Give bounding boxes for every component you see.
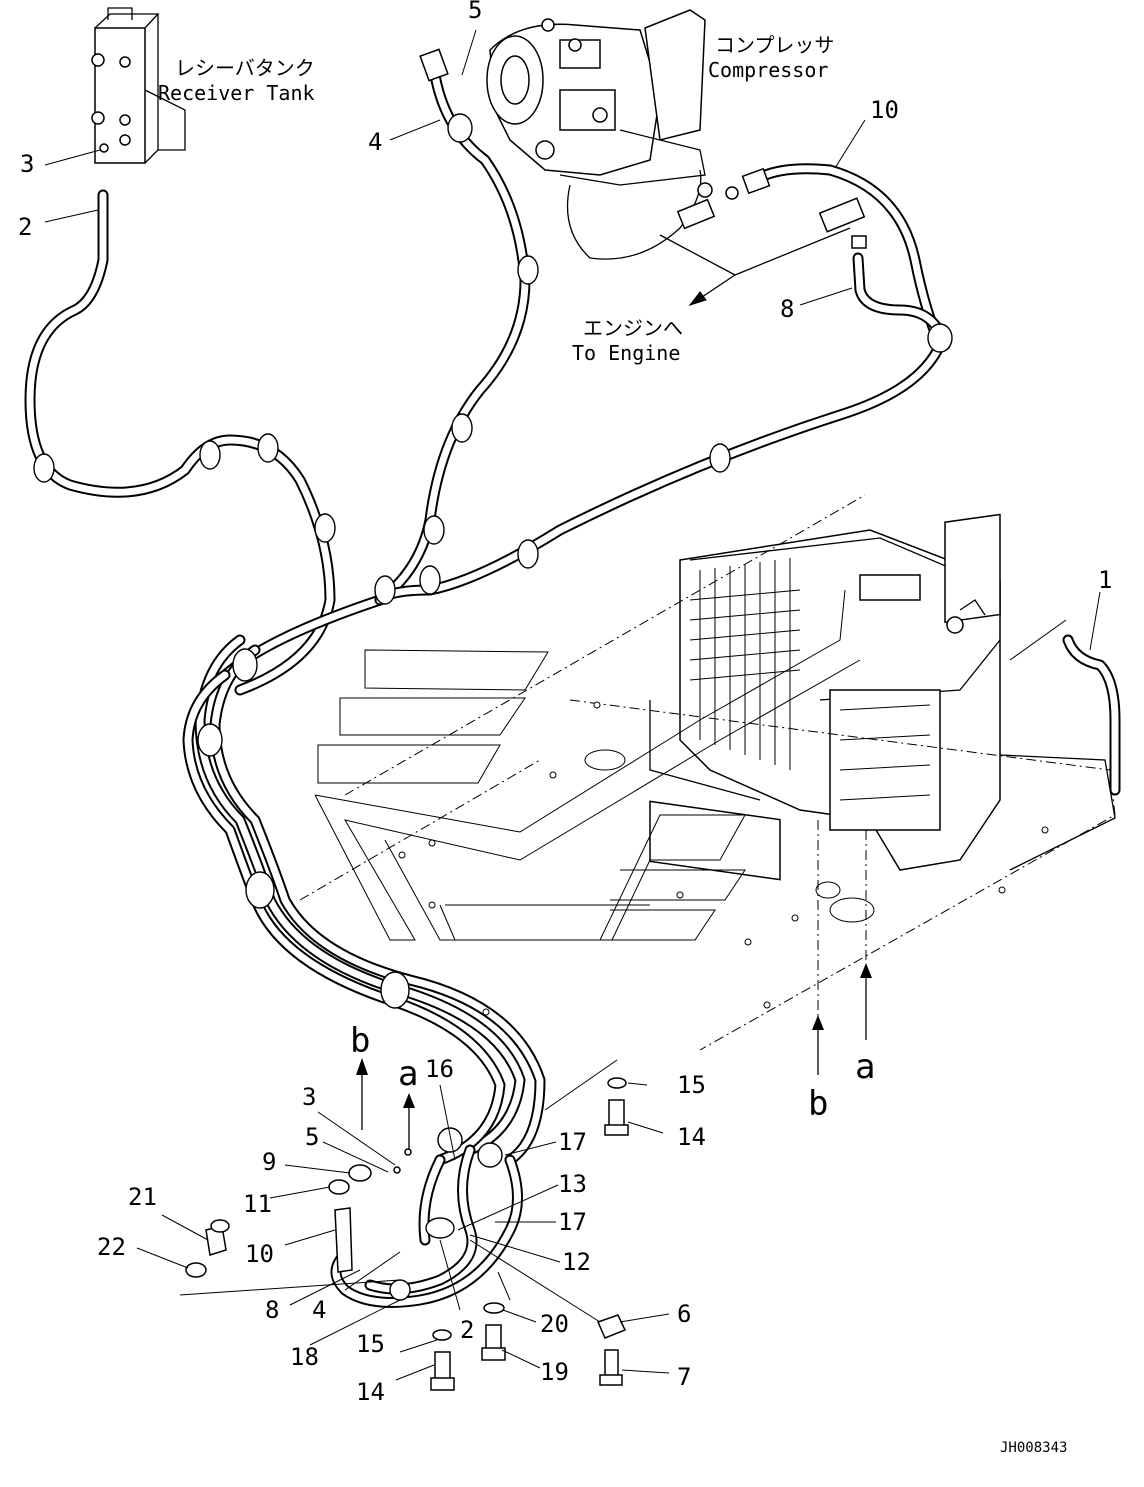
- view-arrow-a-label-lower: a: [398, 1054, 418, 1094]
- callout-16: 16: [425, 1055, 454, 1083]
- callout-8-bottom: 8: [265, 1296, 279, 1324]
- callout-5-bottom: 5: [305, 1123, 319, 1151]
- to-engine-label-en: To Engine: [572, 341, 680, 365]
- callout-17-b: 17: [558, 1208, 587, 1236]
- callout-1: 1: [1098, 566, 1112, 594]
- callout-18: 18: [290, 1343, 319, 1371]
- compressor-label-en: Compressor: [708, 58, 828, 82]
- air-conditioner-unit: [649, 513, 1001, 881]
- callout-3-top: 3: [20, 150, 34, 178]
- callout-12: 12: [562, 1248, 591, 1276]
- callout-8-top: 8: [780, 295, 794, 323]
- callout-2-top: 2: [18, 213, 32, 241]
- compressor: [486, 9, 706, 260]
- drawing-code: JH008343: [1000, 1440, 1067, 1456]
- callout-2-bottom: 2: [460, 1316, 474, 1344]
- receiver-tank-label-jp: レシーバタンク: [175, 56, 315, 80]
- engine-fittings: [659, 182, 867, 306]
- callout-19: 19: [540, 1358, 569, 1386]
- callout-13: 13: [558, 1170, 587, 1198]
- callout-14-bottom: 14: [356, 1378, 385, 1406]
- compressor-label-jp: コンプレッサ: [715, 33, 834, 57]
- callout-10-bottom: 10: [245, 1240, 274, 1268]
- callout-14-right: 14: [677, 1123, 706, 1151]
- callout-6: 6: [677, 1300, 691, 1328]
- callout-15-right: 15: [677, 1071, 706, 1099]
- view-arrows: [356, 820, 872, 1150]
- callout-3-bottom: 3: [302, 1083, 316, 1111]
- callout-20: 20: [540, 1310, 569, 1338]
- hose-routing: [24, 48, 953, 1308]
- to-engine-label-jp: エンジンへ: [583, 316, 683, 340]
- platform-graphic: [314, 589, 861, 941]
- callout-4-bottom: 4: [312, 1296, 326, 1324]
- callout-21: 21: [128, 1183, 157, 1211]
- view-arrow-b-label-lower: b: [350, 1021, 370, 1061]
- callout-5-top: 5: [468, 0, 482, 24]
- view-arrow-a-label: a: [855, 1047, 875, 1087]
- receiver-tank: [91, 7, 186, 164]
- callout-7: 7: [677, 1363, 691, 1391]
- callout-9: 9: [262, 1148, 276, 1176]
- view-arrow-b-label: b: [808, 1084, 828, 1124]
- leader-lines: [44, 29, 1101, 1381]
- callout-4-top: 4: [368, 128, 382, 156]
- loose-parts: [179, 1059, 629, 1391]
- callout-10-top: 10: [870, 96, 899, 124]
- callout-15-bottom: 15: [356, 1330, 385, 1358]
- hose-part-1: [1009, 619, 1121, 796]
- callout-11: 11: [243, 1190, 272, 1218]
- callout-22: 22: [97, 1233, 126, 1261]
- receiver-tank-label-en: Receiver Tank: [158, 81, 315, 105]
- callout-17-a: 17: [558, 1128, 587, 1156]
